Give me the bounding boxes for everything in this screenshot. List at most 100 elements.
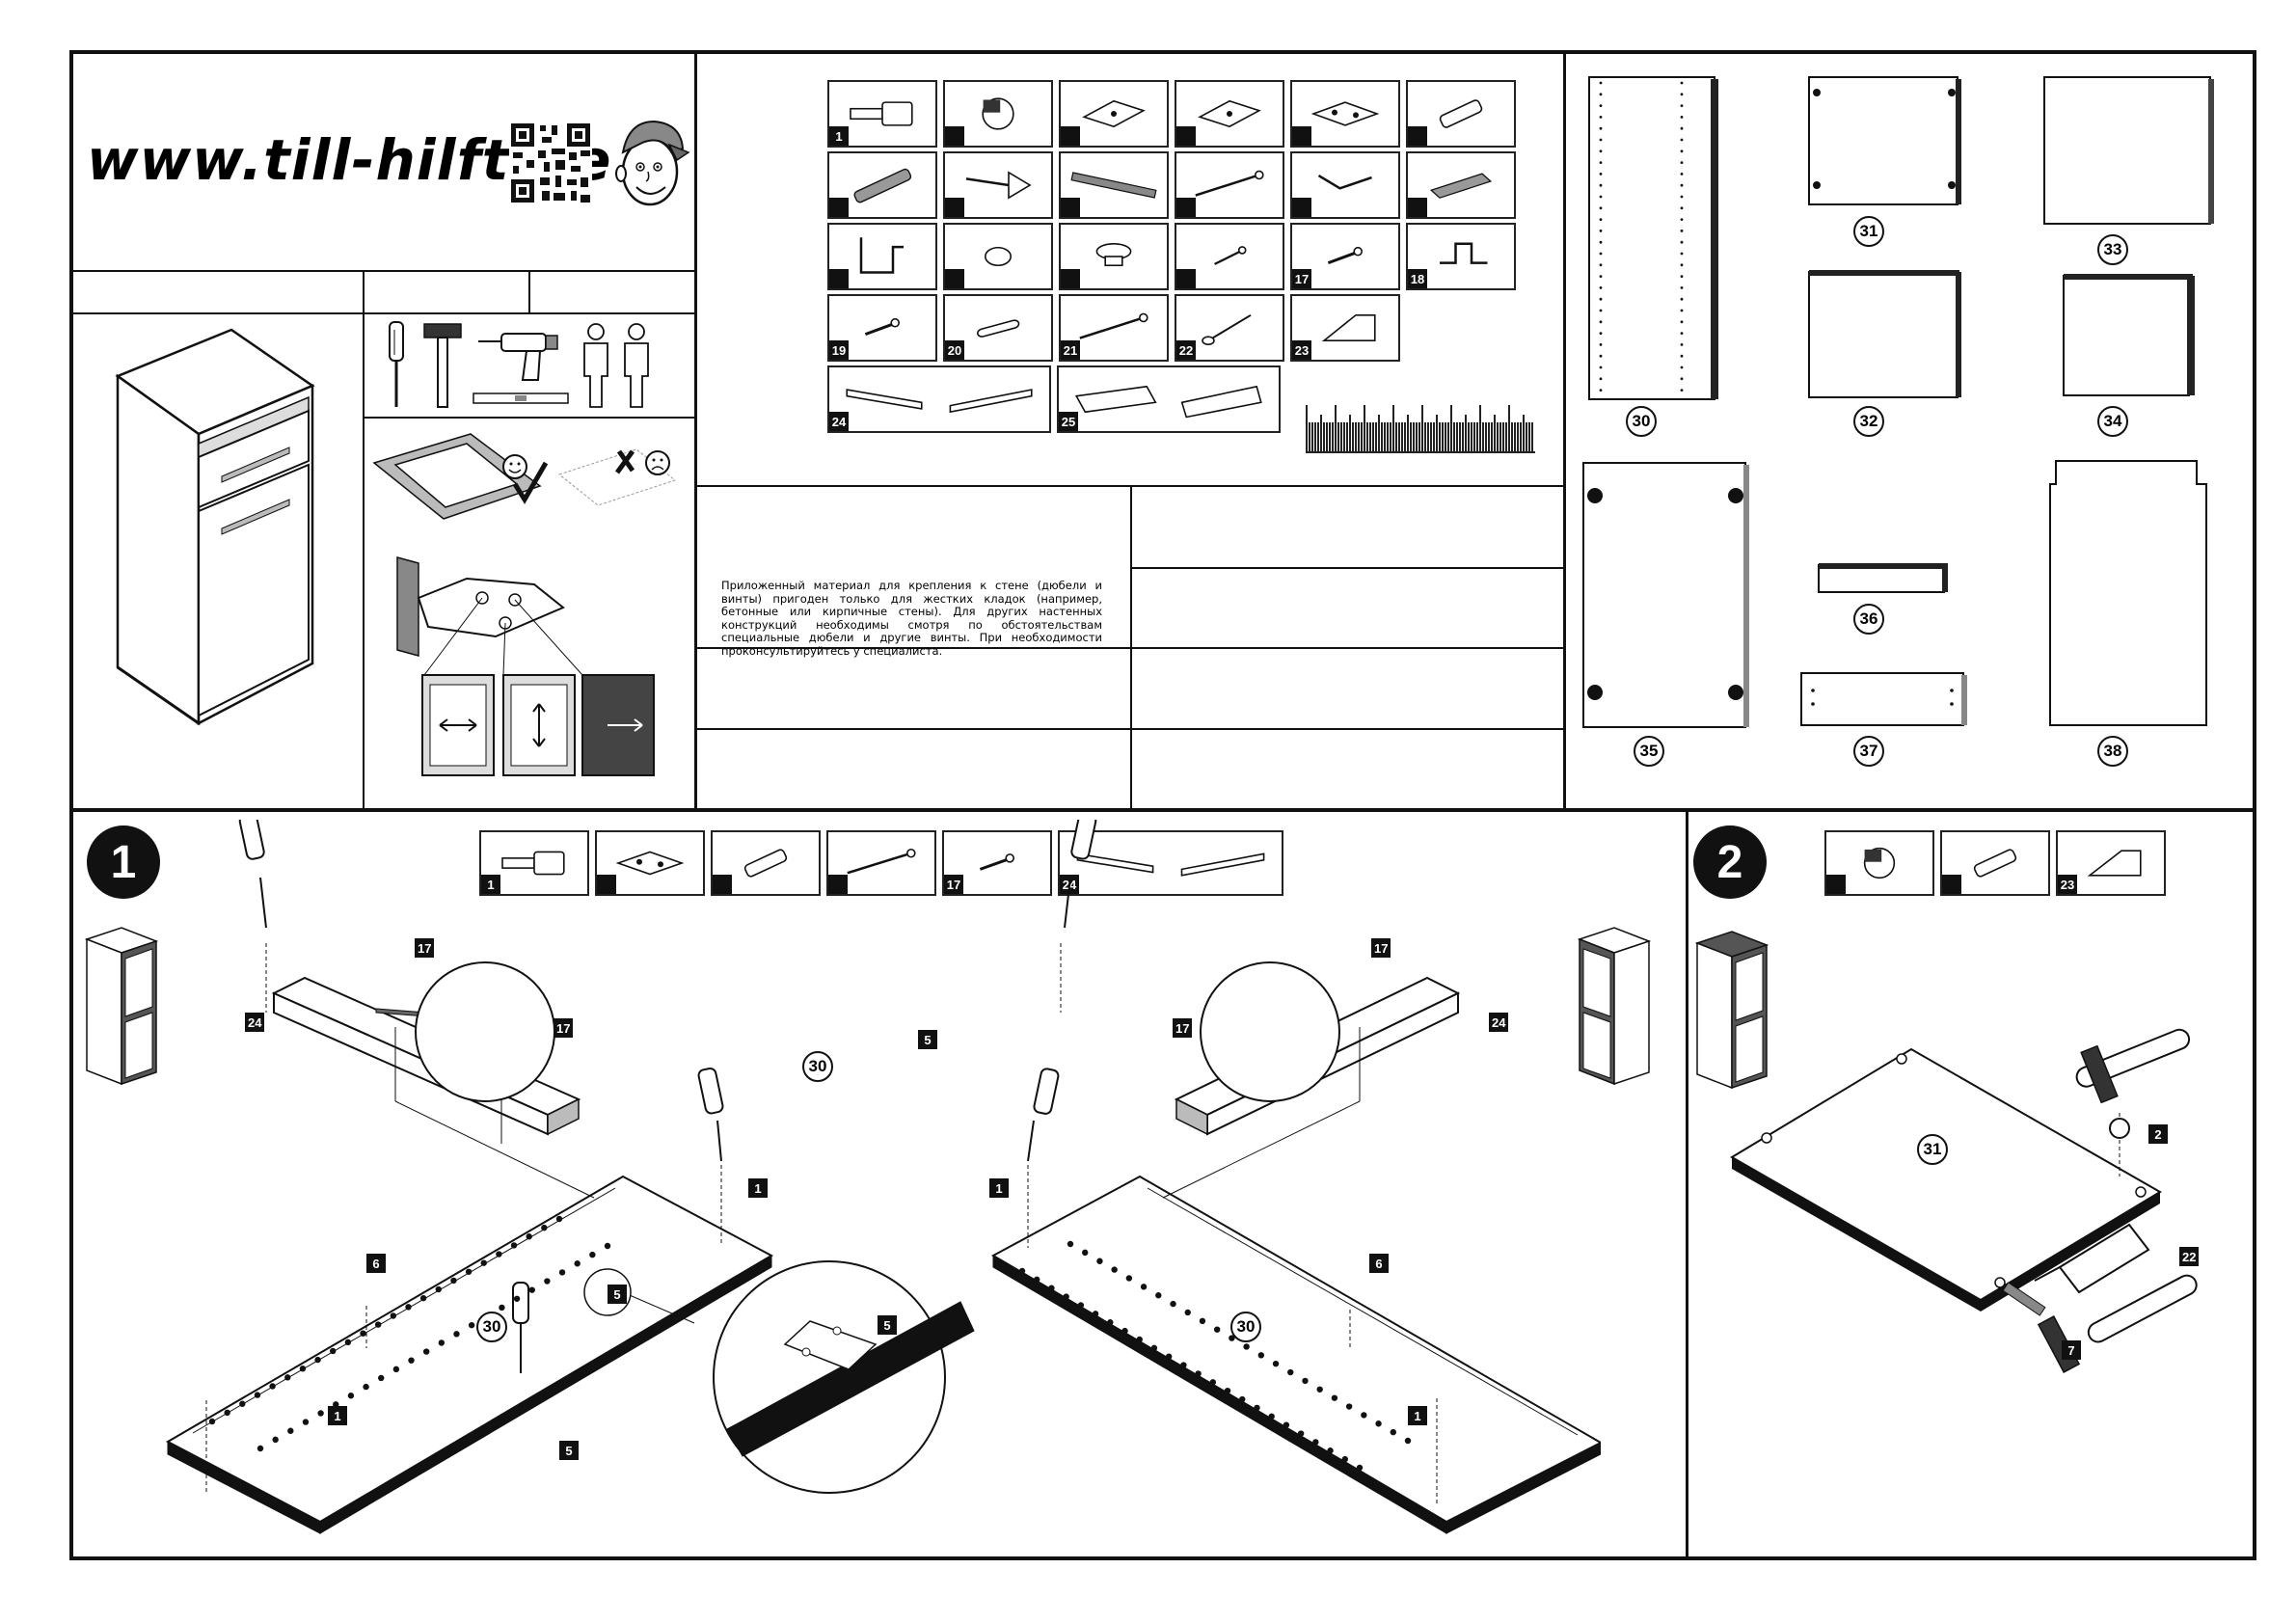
- part-number-badge: [945, 198, 964, 217]
- hole-dot: [558, 1269, 566, 1276]
- part-number-badge: 20: [945, 340, 964, 360]
- knob-icon: [1061, 225, 1167, 288]
- part-cell: [1175, 151, 1284, 219]
- part-number-badge: 18: [1408, 269, 1427, 288]
- ruler-tick: [1387, 422, 1389, 453]
- cam-bolt-icon: [829, 82, 935, 146]
- divider: [696, 647, 1564, 649]
- part-number-badge: 1: [481, 875, 500, 894]
- hole-dot: [239, 1400, 246, 1407]
- panel-number-36: 36: [1853, 604, 1884, 635]
- drawer-side-icon: [1059, 367, 1279, 431]
- ruler-tick: [1401, 422, 1403, 453]
- page-frame: [69, 50, 2256, 1560]
- hole-dot: [408, 1357, 415, 1364]
- part-cell: 1: [479, 830, 589, 896]
- hole-dot: [541, 1224, 548, 1231]
- wall-bracket-icon: [1408, 225, 1514, 288]
- part-cell: 19: [827, 294, 937, 362]
- hole-dot: [1140, 1284, 1148, 1290]
- hole-dot: [1680, 286, 1684, 289]
- hole-dot: [1680, 206, 1684, 210]
- panel-34-shape: [2062, 272, 2197, 399]
- hinge-icon: [1176, 82, 1283, 146]
- hole-dot: [1680, 354, 1684, 358]
- hole-dot: [1680, 218, 1684, 222]
- panel-number-30: 30: [1626, 406, 1657, 437]
- part-number-badge: [829, 269, 849, 288]
- label-part-22: 22: [2179, 1247, 2200, 1266]
- hole-dot: [1680, 343, 1684, 346]
- ruler-tick: [1343, 422, 1345, 453]
- hole-dot: [272, 1436, 279, 1444]
- step-2-assembly-drawing: [1716, 1022, 2237, 1389]
- hole-dot: [1165, 1353, 1173, 1360]
- label-part-17: 17: [1173, 1018, 1193, 1038]
- hole-dot: [1213, 1326, 1221, 1333]
- part-number-badge: 1: [829, 126, 849, 146]
- step-1-number: 1: [87, 825, 160, 899]
- hole-dot: [1268, 1413, 1275, 1420]
- hole-dot: [1082, 1249, 1089, 1257]
- hole-dot: [347, 1393, 355, 1399]
- wall-mounting-notice: Приложенный материал для крепления к сте…: [721, 579, 1102, 658]
- part-cell: [595, 830, 705, 896]
- ruler-tick: [1329, 422, 1331, 453]
- cam-lock-icon: [1826, 832, 1932, 894]
- wooden-dowel-icon: [713, 832, 819, 894]
- panel-number-31: 31: [1853, 216, 1884, 247]
- ruler-tick: [1395, 422, 1397, 453]
- hole-dot: [438, 1339, 446, 1346]
- part-number-badge: [1292, 198, 1311, 217]
- hole-dot: [1092, 1311, 1099, 1317]
- hole-dot: [1327, 1447, 1334, 1454]
- hole-dot: [299, 1366, 307, 1372]
- glue-tube-icon: [2058, 832, 2164, 894]
- hole-dot: [1283, 1421, 1290, 1428]
- hole-dot: [390, 1312, 397, 1319]
- hole-dot: [496, 1251, 502, 1258]
- hole-dot: [1680, 173, 1684, 176]
- label-part-6: 6: [1369, 1254, 1389, 1273]
- divider: [71, 312, 696, 314]
- panel-number-33: 33: [2097, 234, 2128, 265]
- ruler-tick: [1364, 405, 1365, 453]
- ruler-tick: [1488, 422, 1490, 453]
- ruler-tick: [1306, 405, 1308, 453]
- hole-dot: [422, 1348, 430, 1355]
- hole-dot: [1599, 126, 1603, 130]
- hole-dot: [435, 1285, 442, 1293]
- hole-dot: [453, 1331, 460, 1338]
- ruler-tick: [1366, 422, 1368, 453]
- ruler-tick: [1407, 415, 1409, 453]
- cam-lock-icon: [945, 82, 1051, 146]
- hole-dot: [1680, 93, 1684, 96]
- hole-dot: [1680, 161, 1684, 164]
- part-cell: [827, 151, 937, 219]
- part-cell: 17: [1290, 223, 1400, 290]
- hole-dot: [1680, 240, 1684, 244]
- hole-dot: [363, 1383, 369, 1391]
- hole-dot: [1599, 389, 1603, 392]
- ruler-tick: [1398, 422, 1400, 453]
- hole-dot: [1599, 93, 1603, 96]
- ruler-tick: [1326, 422, 1328, 453]
- hole-dot: [1107, 1319, 1114, 1326]
- ruler-tick: [1502, 422, 1504, 453]
- ruler-tick: [1473, 422, 1475, 453]
- ruler-tick: [1531, 422, 1533, 453]
- ruler-tick: [1349, 415, 1351, 453]
- hole-dot: [1599, 343, 1603, 346]
- label-panel-31: 31: [1917, 1134, 1948, 1165]
- hole-dot: [1680, 389, 1684, 392]
- short-screw-icon: [829, 296, 935, 360]
- hole-dot: [1680, 365, 1684, 369]
- hole-dot: [1599, 332, 1603, 335]
- drill-icon: [476, 324, 563, 386]
- panel-38-shape: [2046, 459, 2212, 731]
- hole-dot: [1680, 126, 1684, 130]
- hole-dot: [284, 1374, 291, 1381]
- hole-dot: [254, 1392, 261, 1398]
- part-number-badge: [1942, 875, 1961, 894]
- cabinet-small-step2-icon: [1693, 930, 1770, 1090]
